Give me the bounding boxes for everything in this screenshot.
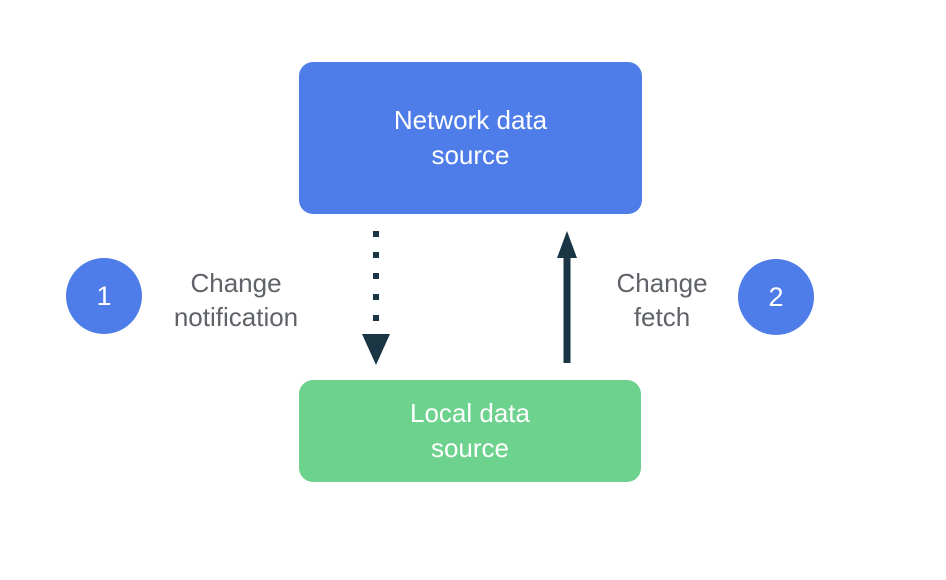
change-notification-label: Change notification: [173, 268, 299, 332]
network-data-source-node: Network data source: [299, 62, 642, 214]
change-fetch-solid-up-arrow: [557, 231, 577, 363]
step-1-number: 1: [96, 280, 112, 311]
local-data-source-node: Local data source: [299, 380, 641, 482]
change-fetch-label: Change fetch: [616, 268, 708, 332]
up-arrowhead-icon: [557, 231, 577, 258]
step-2-number: 2: [768, 281, 784, 312]
down-arrowhead-icon: [362, 334, 390, 365]
change-notification-dotted-down-arrow: [362, 231, 390, 365]
network-data-source-label: Network data source: [393, 105, 548, 170]
local-data-source-label: Local data source: [410, 398, 530, 463]
step-2-badge: 2: [738, 259, 814, 335]
step-1-badge: 1: [66, 258, 142, 334]
